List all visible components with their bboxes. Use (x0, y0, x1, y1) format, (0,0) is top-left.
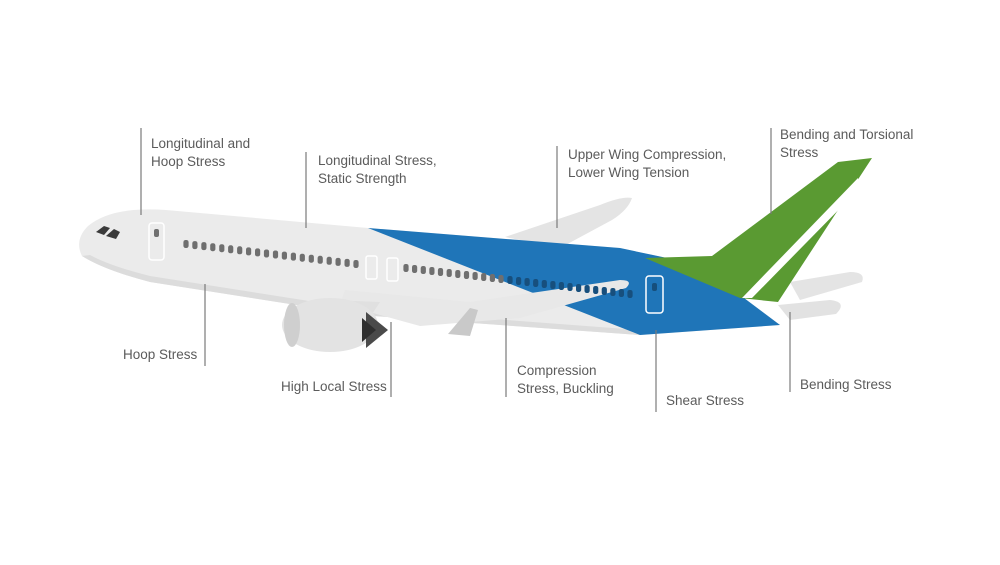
passenger-window (255, 248, 261, 257)
wing-flap (448, 308, 478, 336)
cockpit-window (106, 229, 120, 239)
label-bending-stress: Bending Stress (800, 376, 892, 394)
engine-nacelle (282, 298, 378, 352)
passenger-window (516, 277, 522, 285)
near-stabilizer (778, 300, 841, 320)
label-line: Hoop Stress (123, 347, 198, 362)
passenger-window (524, 278, 530, 286)
passenger-window (567, 283, 573, 291)
rear-door (645, 275, 664, 314)
passenger-window (593, 286, 599, 294)
far-wing (505, 197, 632, 248)
passenger-window (317, 255, 323, 264)
far-stabilizer (790, 272, 863, 300)
aft-fuselage-section (368, 228, 780, 335)
label-line: Stress (780, 145, 819, 160)
label-line: Shear Stress (666, 393, 745, 408)
passenger-window (455, 270, 461, 278)
door-window (652, 283, 657, 291)
label-line: Longitudinal and (151, 136, 251, 151)
label-line: Stress, Buckling (517, 381, 614, 396)
passenger-window (299, 253, 305, 262)
label-longitudinal-static-strength: Longitudinal Stress, Static Strength (318, 152, 437, 188)
label-line: Upper Wing Compression, (568, 147, 727, 162)
passenger-window (541, 280, 547, 288)
passenger-window (437, 268, 444, 276)
label-line: Static Strength (318, 171, 407, 186)
passenger-window (228, 245, 234, 254)
passenger-window (192, 241, 198, 250)
passenger-window (353, 260, 359, 268)
passenger-window (618, 289, 624, 297)
passenger-window (601, 287, 607, 295)
passenger-window (507, 276, 513, 284)
passenger-window (627, 290, 633, 298)
passenger-window (412, 265, 418, 273)
fuselage-belly-shadow (82, 255, 640, 335)
passenger-window (498, 275, 504, 283)
label-compression-buckling: Compression Stress, Buckling (517, 362, 614, 398)
label-high-local-stress: High Local Stress (281, 378, 387, 396)
vertical-tail (645, 158, 872, 302)
passenger-window (576, 284, 582, 292)
cockpit-window (96, 226, 110, 235)
label-line: Lower Wing Tension (568, 165, 690, 180)
passenger-window (272, 250, 279, 259)
label-line: High Local Stress (281, 379, 387, 394)
passenger-window (237, 246, 243, 255)
passenger-window (335, 257, 341, 266)
engine-exhaust-cone (362, 318, 376, 342)
passenger-window (550, 281, 556, 289)
label-line: Longitudinal Stress, (318, 153, 437, 168)
passenger-window (263, 249, 270, 258)
label-shear-stress: Shear Stress (666, 392, 744, 410)
passenger-window (246, 247, 252, 256)
passenger-window (533, 279, 539, 287)
passenger-window (481, 273, 487, 281)
label-hoop-stress: Hoop Stress (123, 346, 197, 364)
passenger-window (308, 254, 314, 263)
label-wing-compression-tension: Upper Wing Compression, Lower Wing Tensi… (568, 146, 726, 182)
passenger-window (446, 269, 452, 277)
passenger-window (584, 285, 590, 293)
passenger-window (183, 240, 189, 248)
passenger-window (344, 258, 350, 267)
door-window (154, 229, 159, 237)
passenger-window (472, 272, 478, 280)
overwing-exit (386, 257, 399, 282)
tail-highlight (742, 178, 860, 298)
label-longitudinal-hoop-stress: Longitudinal and Hoop Stress (151, 135, 250, 171)
label-line: Hoop Stress (151, 154, 226, 169)
overwing-exit (365, 255, 378, 280)
label-bending-torsional-stress: Bending and Torsional Stress (780, 126, 913, 162)
passenger-window (403, 264, 409, 272)
passenger-window (489, 274, 495, 282)
label-line: Bending and Torsional (780, 127, 914, 142)
passenger-window (463, 271, 470, 279)
label-line: Compression (517, 363, 597, 378)
passenger-window (281, 251, 287, 260)
passenger-window (219, 244, 225, 253)
passenger-window (420, 266, 426, 274)
passenger-window (610, 288, 616, 296)
label-line: Bending Stress (800, 377, 892, 392)
passenger-windows (183, 240, 633, 298)
passenger-window (326, 256, 332, 265)
engine-intake-shadow (284, 303, 300, 347)
front-door (148, 222, 165, 261)
engine-exhaust (366, 312, 388, 348)
passenger-window (429, 267, 435, 275)
passenger-window (290, 252, 296, 261)
passenger-window (210, 243, 216, 252)
passenger-window (558, 282, 564, 290)
passenger-window (201, 242, 207, 251)
near-wing (340, 280, 629, 326)
